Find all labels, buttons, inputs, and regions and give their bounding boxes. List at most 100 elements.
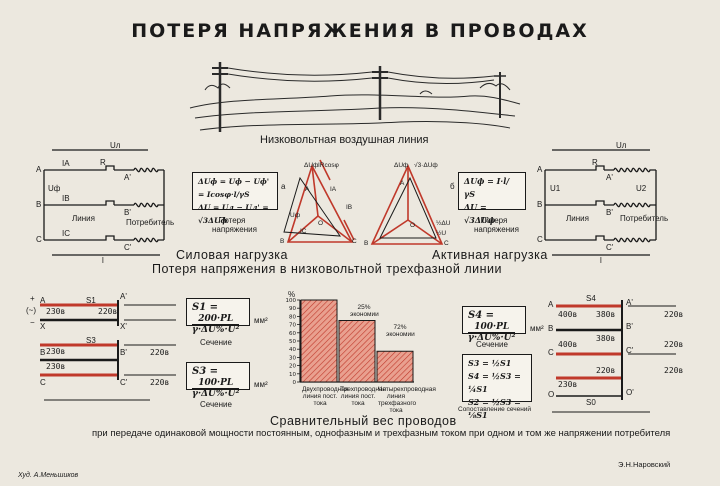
dc-voltage-6: 220в: [150, 378, 170, 387]
s3-unit: мм²: [254, 380, 268, 389]
r-label-a: A: [537, 165, 543, 174]
vec-r-label-half-du: ½ΔU: [436, 220, 451, 227]
compare-caption: Сопоставление сечений: [458, 406, 532, 413]
chart-cat-2: Трехпроводная линия пост. тока: [340, 386, 387, 407]
r-voltage-ul: Uл: [616, 141, 627, 150]
s1-lhs: S1 =: [192, 302, 219, 313]
tp-voltage-1: 400в: [558, 310, 578, 319]
chart-cat-1: Двухпроводная линия пост. тока: [302, 386, 349, 407]
tp-voltage-7: 230в: [558, 380, 578, 389]
r-label-b-prime: B': [606, 208, 613, 217]
tp-label-o: O: [548, 390, 555, 399]
voltage-ul: Uл: [110, 141, 121, 150]
dc-label-s1: S1: [86, 296, 96, 305]
vec-label-o: O: [318, 220, 324, 227]
dc-scheme-drawing: [40, 300, 176, 401]
load-inductive-label: Силовая нагрузка: [176, 248, 288, 262]
formula-r-line-2: ΔU = √3ΔUф: [464, 202, 496, 225]
dc-label-plus: +: [30, 294, 35, 303]
compare-line-3: S2 = ½S3 = ⅛S1: [468, 397, 521, 420]
dc-label-s3: S3: [86, 336, 96, 345]
s1-caption: Сечение: [200, 338, 232, 347]
r-voltage-u2: U2: [636, 184, 647, 193]
label-b-prime: B': [124, 208, 131, 217]
label-c: C: [36, 235, 42, 244]
vector-diagram-left: [283, 159, 355, 243]
chart-y-tick-label: 0: [293, 380, 297, 386]
compare-line-1: S3 = ½S1: [468, 358, 512, 368]
left-circuit-drawing: [43, 149, 165, 256]
label-a: A: [36, 165, 42, 174]
chart-ylabel: %: [288, 290, 296, 299]
dc-label-a: A: [40, 296, 46, 305]
current-ic: IC: [62, 229, 70, 238]
chart-annotation-72: 72% экономии: [386, 324, 415, 338]
chart-bar: [338, 320, 376, 383]
section-subtitle: Потеря напряжения в низковольтной трехфа…: [152, 262, 502, 276]
chart-y-tick-label: 60: [289, 331, 296, 337]
vec-r-label-c: C: [444, 240, 449, 247]
r-consumer-label: Потребитель: [620, 214, 669, 223]
formula-box-inductive: ΔUф = Uф − Uф' = Iсosφ·l/γS ΔU = Uл − Uл…: [192, 172, 278, 225]
vec-r-label-duf: ΔUф: [394, 162, 409, 169]
vec-label-a: A: [305, 186, 310, 193]
chart-cat-3: Четырехпроводная линия трехфазного тока: [378, 386, 436, 414]
dc-voltage-1: 230в: [46, 307, 66, 316]
current-ia: IA: [62, 159, 70, 168]
vec-label-ic: IC: [300, 228, 307, 235]
dc-label-x: X: [40, 322, 46, 331]
dc-voltage-4: 220в: [150, 348, 170, 357]
chart-y-tick-label: 10: [289, 372, 296, 378]
r-label-b: B: [537, 200, 543, 209]
tp-voltage-5: 380в: [596, 334, 616, 343]
vec-label-c: C: [352, 238, 357, 245]
vec-label-uf: Uф: [290, 212, 301, 219]
right-circuit-drawing: [544, 149, 657, 256]
vec-label-duf: ΔUф: [304, 162, 319, 169]
r-label-a-prime: A': [606, 173, 613, 182]
vec-r-label-sqrt: √3·ΔUф: [414, 162, 438, 169]
chart-y-tick-label: 80: [289, 314, 296, 320]
tp-label-s0: S0: [586, 398, 596, 407]
vec-label-ib: IB: [346, 204, 353, 211]
tp-voltage-9: 220в: [664, 366, 684, 375]
tp-label-b: B: [548, 324, 554, 333]
tp-voltage-6: 220в: [664, 340, 684, 349]
voltage-uf: Uф: [48, 184, 61, 193]
author-credit: Э.Н.Наровский: [618, 460, 671, 469]
s3-lhs: S3 =: [192, 366, 219, 377]
chart-y-tick-label: 40: [289, 347, 296, 353]
load-active-label: Активная нагрузка: [432, 248, 548, 262]
artist-credit: Худ. А.Меньшиков: [18, 472, 79, 479]
vector-diagram-right: [370, 164, 444, 245]
tp-label-s4: S4: [586, 294, 596, 303]
dc-voltage-3: 230в: [46, 362, 66, 371]
line-label: Линия: [72, 214, 95, 223]
dc-voltage-5: 230в: [46, 347, 66, 356]
chart-y-tick-label: 100: [286, 298, 297, 304]
tp-label-a-prime: A': [626, 298, 633, 307]
formula-caption-left: Потеря напряжения: [212, 216, 257, 234]
dc-voltage-2: 220в: [98, 307, 118, 316]
s3-num: 100·PL: [192, 378, 240, 389]
vec-label-b: B: [280, 238, 285, 245]
line-caption: Низковольтная воздушная линия: [260, 134, 429, 146]
current-ib: IB: [62, 194, 70, 203]
vec-r-label-half-u: ½U: [436, 230, 447, 237]
tp-voltage-3: 220в: [664, 310, 684, 319]
three-phase-scheme-drawing: [552, 300, 676, 413]
r-label-c: C: [537, 235, 543, 244]
formula-caption-right: Потеря напряжения: [474, 216, 519, 234]
s4-den: γ·ΔU%·U²: [468, 333, 516, 343]
weights-title: Сравнительный вес проводов: [270, 414, 457, 428]
tp-label-o-prime: O': [626, 388, 634, 397]
formula-line-2: ΔU = Uл − Uл' = √3ΔUф: [198, 203, 269, 225]
chart-y-tick-label: 70: [289, 323, 296, 329]
vec-r-label-a: A: [400, 180, 405, 187]
chart-bar: [300, 299, 338, 383]
s3-den: γ·ΔU%·U²: [192, 389, 240, 399]
